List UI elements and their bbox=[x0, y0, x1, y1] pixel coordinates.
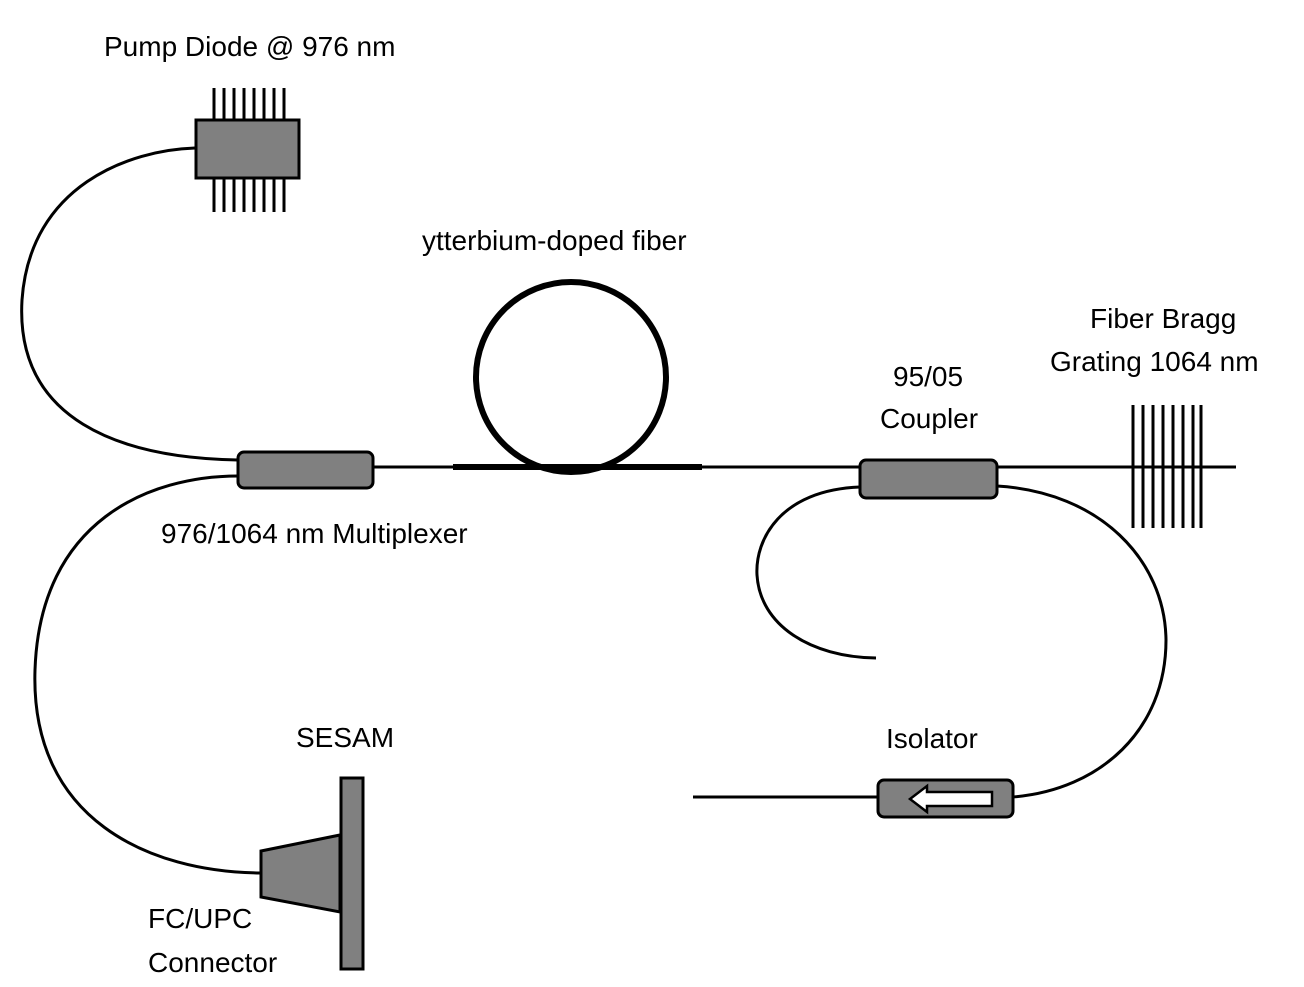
pump-diode-bottom-pins bbox=[212, 178, 286, 212]
fbg-label-line1: Fiber Bragg bbox=[1090, 303, 1236, 334]
fbg-label-line2: Grating 1064 nm bbox=[1050, 346, 1259, 377]
connector-label-line1: FC/UPC bbox=[148, 903, 252, 934]
ytterbium-fiber-coil bbox=[473, 279, 669, 475]
pump-diode-body bbox=[194, 118, 301, 180]
pump-diode-label: Pump Diode @ 976 nm bbox=[104, 31, 395, 62]
sesam-mirror bbox=[339, 776, 365, 971]
pump-to-multiplexer-fiber bbox=[20, 146, 239, 462]
isolator bbox=[876, 778, 1015, 819]
multiplexer-body bbox=[236, 450, 375, 490]
coupler-output-port-fiber bbox=[755, 485, 877, 660]
multiplexer-to-connector-fiber bbox=[33, 474, 261, 875]
coupler-to-isolator-fiber bbox=[996, 484, 1168, 799]
sesam-label: SESAM bbox=[296, 722, 394, 753]
fiber-bragg-grating bbox=[1131, 405, 1203, 528]
multiplexer-label: 976/1064 nm Multiplexer bbox=[161, 518, 468, 549]
coupler-label-line1: 95/05 bbox=[893, 361, 963, 392]
fc-upc-connector bbox=[259, 833, 342, 914]
isolator-label: Isolator bbox=[886, 723, 978, 754]
isolator-arrow-icon bbox=[907, 783, 994, 815]
pump-diode-top-pins bbox=[212, 88, 286, 120]
coupler-body bbox=[858, 458, 999, 500]
connector-label-line2: Connector bbox=[148, 947, 277, 978]
ytterbium-fiber-label: ytterbium-doped fiber bbox=[422, 225, 687, 256]
pump-diode bbox=[194, 88, 301, 212]
coupler-label-line2: Coupler bbox=[880, 403, 978, 434]
